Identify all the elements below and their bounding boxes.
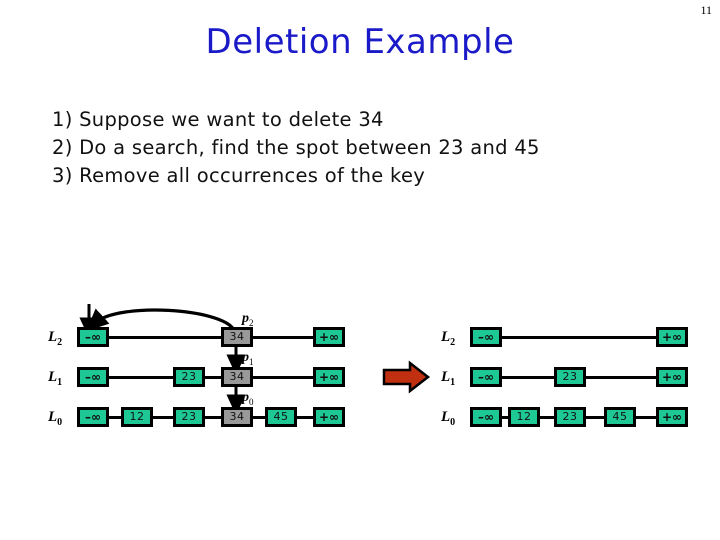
relink-curved-arrow: [86, 308, 236, 332]
pointer-label-p0: p0: [242, 390, 254, 407]
node-after-L2-pos-inf[interactable]: +∞: [656, 327, 688, 347]
link-L2-a: [105, 336, 229, 339]
node-L0-45[interactable]: 45: [265, 407, 297, 427]
node-L0-neg-inf[interactable]: –∞: [77, 407, 109, 427]
node-L1-34[interactable]: 34: [221, 367, 253, 387]
page-title: Deletion Example: [205, 22, 515, 62]
node-after-L0-neg-inf[interactable]: –∞: [470, 407, 502, 427]
link-L1-a: [105, 376, 173, 379]
link-after-L1-b: [586, 376, 660, 379]
link-after-L0-c: [586, 416, 604, 419]
link-L0-c: [201, 416, 225, 419]
node-after-L0-23[interactable]: 23: [554, 407, 586, 427]
node-after-L2-neg-inf[interactable]: –∞: [470, 327, 502, 347]
level-label-after-L1: L1: [441, 369, 456, 388]
node-L0-34[interactable]: 34: [221, 407, 253, 427]
node-L1-23[interactable]: 23: [173, 367, 205, 387]
bullet-list: 1) Suppose we want to delete 34 2) Do a …: [52, 106, 682, 190]
level-label-L0: L0: [48, 409, 63, 428]
link-L0-b: [153, 416, 177, 419]
link-after-L0-d: [636, 416, 658, 419]
node-L1-pos-inf[interactable]: +∞: [313, 367, 345, 387]
link-after-L0-a: [498, 416, 512, 419]
link-L0-a: [105, 416, 125, 419]
pointer-label-p2: p2: [242, 311, 254, 328]
link-L0-d: [249, 416, 269, 419]
node-after-L1-pos-inf[interactable]: +∞: [656, 367, 688, 387]
node-L0-12[interactable]: 12: [121, 407, 153, 427]
level-label-L1: L1: [48, 369, 63, 388]
level-label-L2: L2: [48, 329, 63, 348]
bullet-item-3: 3) Remove all occurrences of the key: [52, 164, 426, 187]
bullet-item-1: 1) Suppose we want to delete 34: [52, 108, 384, 131]
link-L0-e: [297, 416, 317, 419]
node-after-L0-pos-inf[interactable]: +∞: [656, 407, 688, 427]
node-L0-pos-inf[interactable]: +∞: [313, 407, 345, 427]
link-after-L0-b: [540, 416, 558, 419]
bullet-item-2: 2) Do a search, find the spot between 23…: [52, 136, 540, 159]
link-after-L1-a: [498, 376, 558, 379]
transition-arrow: [382, 360, 431, 394]
level-label-after-L2: L2: [441, 329, 456, 348]
node-after-L0-12[interactable]: 12: [508, 407, 540, 427]
node-after-L1-23[interactable]: 23: [554, 367, 586, 387]
node-L2-pos-inf[interactable]: +∞: [313, 327, 345, 347]
pointer-label-p1: p1: [242, 350, 254, 367]
node-L0-23[interactable]: 23: [173, 407, 205, 427]
node-L2-34[interactable]: 34: [221, 327, 253, 347]
page-number: 11: [700, 3, 712, 17]
link-L2-b: [249, 336, 317, 339]
node-L1-neg-inf[interactable]: –∞: [77, 367, 109, 387]
link-after-L2-a: [498, 336, 660, 339]
node-after-L1-neg-inf[interactable]: –∞: [470, 367, 502, 387]
node-L2-neg-inf[interactable]: –∞: [77, 327, 109, 347]
link-L1-c: [249, 376, 317, 379]
level-label-after-L0: L0: [441, 409, 456, 428]
link-L1-b: [201, 376, 225, 379]
node-after-L0-45[interactable]: 45: [604, 407, 636, 427]
